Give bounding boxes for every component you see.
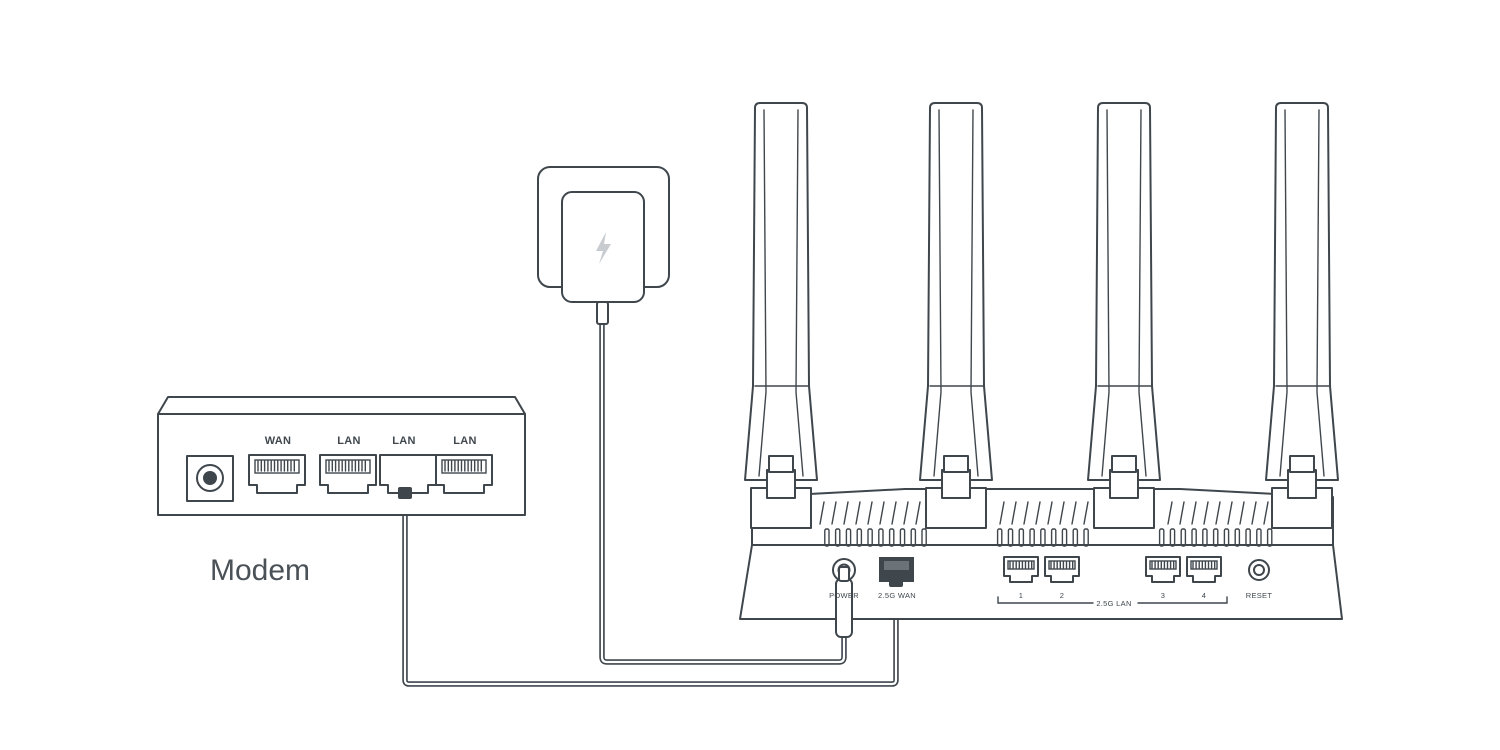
modem-port-label-wan: WAN (265, 435, 292, 447)
router-lan-port-1 (1003, 556, 1039, 583)
antenna-hinge-2 (925, 455, 987, 529)
router-lan-group-label: 2.5G LAN (1096, 599, 1131, 608)
lightning-bolt-icon (596, 232, 611, 264)
router-reset-label: RESET (1246, 591, 1273, 600)
antenna-2 (919, 102, 993, 481)
modem-port-lan-3 (435, 454, 493, 494)
modem: WAN LAN LAN LAN (157, 396, 526, 516)
antenna-hinge-3 (1093, 455, 1155, 529)
modem-power-jack (186, 455, 234, 502)
router-vents (819, 501, 1273, 547)
modem-port-wan (248, 454, 306, 494)
router-antennas (744, 102, 1339, 481)
router-lan-number-4: 4 (1202, 591, 1206, 600)
power-cable (599, 319, 847, 665)
lan-group-bracket (997, 596, 1228, 604)
ethernet-plug-modem (398, 487, 412, 499)
antenna-3 (1087, 102, 1161, 481)
router-lan-number-2: 2 (1060, 591, 1064, 600)
router-lan-number-1: 1 (1019, 591, 1023, 600)
ethernet-cable (402, 485, 899, 687)
router-wan-label: 2.5G WAN (878, 591, 916, 600)
router-power-label: POWER (829, 591, 859, 600)
modem-label: Modem (210, 554, 310, 587)
antenna-hinges (750, 455, 1333, 529)
modem-port-label-lan-1: LAN (337, 435, 361, 447)
router: POWER 2.5G WAN 1 2 3 4 2.5G LAN RESET (739, 455, 1343, 638)
power-adapter (537, 166, 670, 325)
ethernet-plug-router (889, 577, 903, 587)
router-power-jack (832, 558, 856, 638)
modem-port-label-lan-3: LAN (453, 435, 477, 447)
router-lan-port-3 (1145, 556, 1181, 583)
router-lan-port-2 (1044, 556, 1080, 583)
antenna-hinge-1 (750, 455, 812, 529)
modem-port-label-lan-2: LAN (392, 435, 416, 447)
modem-port-lan-1 (319, 454, 377, 494)
antenna-hinge-4 (1271, 455, 1333, 529)
router-lan-port-4 (1186, 556, 1222, 583)
antenna-1 (744, 102, 818, 481)
antenna-4 (1265, 102, 1339, 481)
router-reset-button (1248, 559, 1270, 581)
router-lan-number-3: 3 (1161, 591, 1165, 600)
